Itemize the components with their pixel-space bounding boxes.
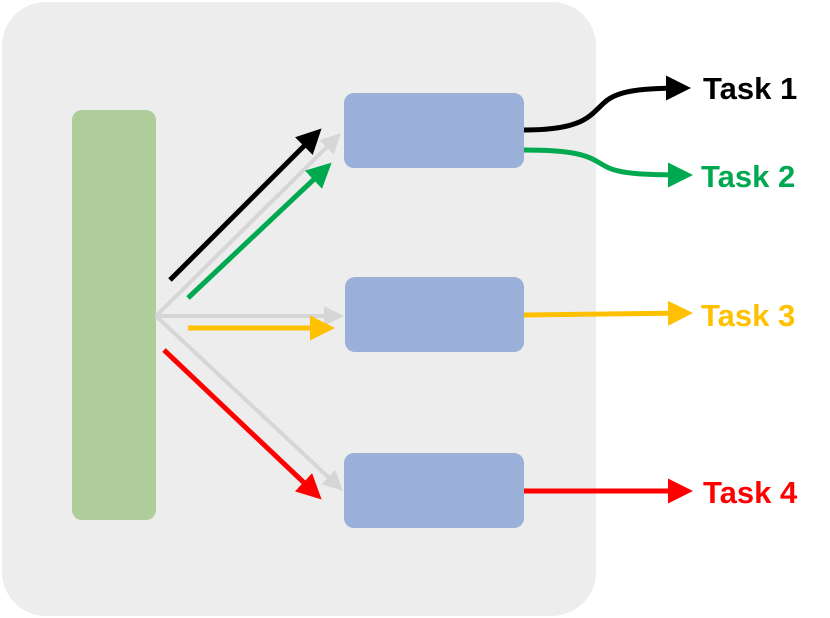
task-4-input-arrow: [162, 348, 322, 500]
task-block-4: [344, 453, 524, 528]
task-4-label: Task 4: [703, 475, 798, 510]
task-3-label: Task 3: [701, 298, 795, 333]
task-1-label: Task 1: [703, 71, 797, 106]
task-2-label: Task 2: [701, 159, 795, 194]
task-1-output-arrow: [523, 75, 691, 133]
shared-block: [72, 110, 156, 520]
task-2-output-arrow: [523, 147, 693, 188]
inactive-arrow-4: [154, 314, 343, 491]
task-3-output-arrow: [523, 300, 693, 326]
task-block-3: [345, 277, 524, 352]
task-2-input-arrow: [186, 162, 332, 300]
task-1-input-arrow: [168, 128, 322, 282]
task-block-1: [344, 93, 524, 168]
